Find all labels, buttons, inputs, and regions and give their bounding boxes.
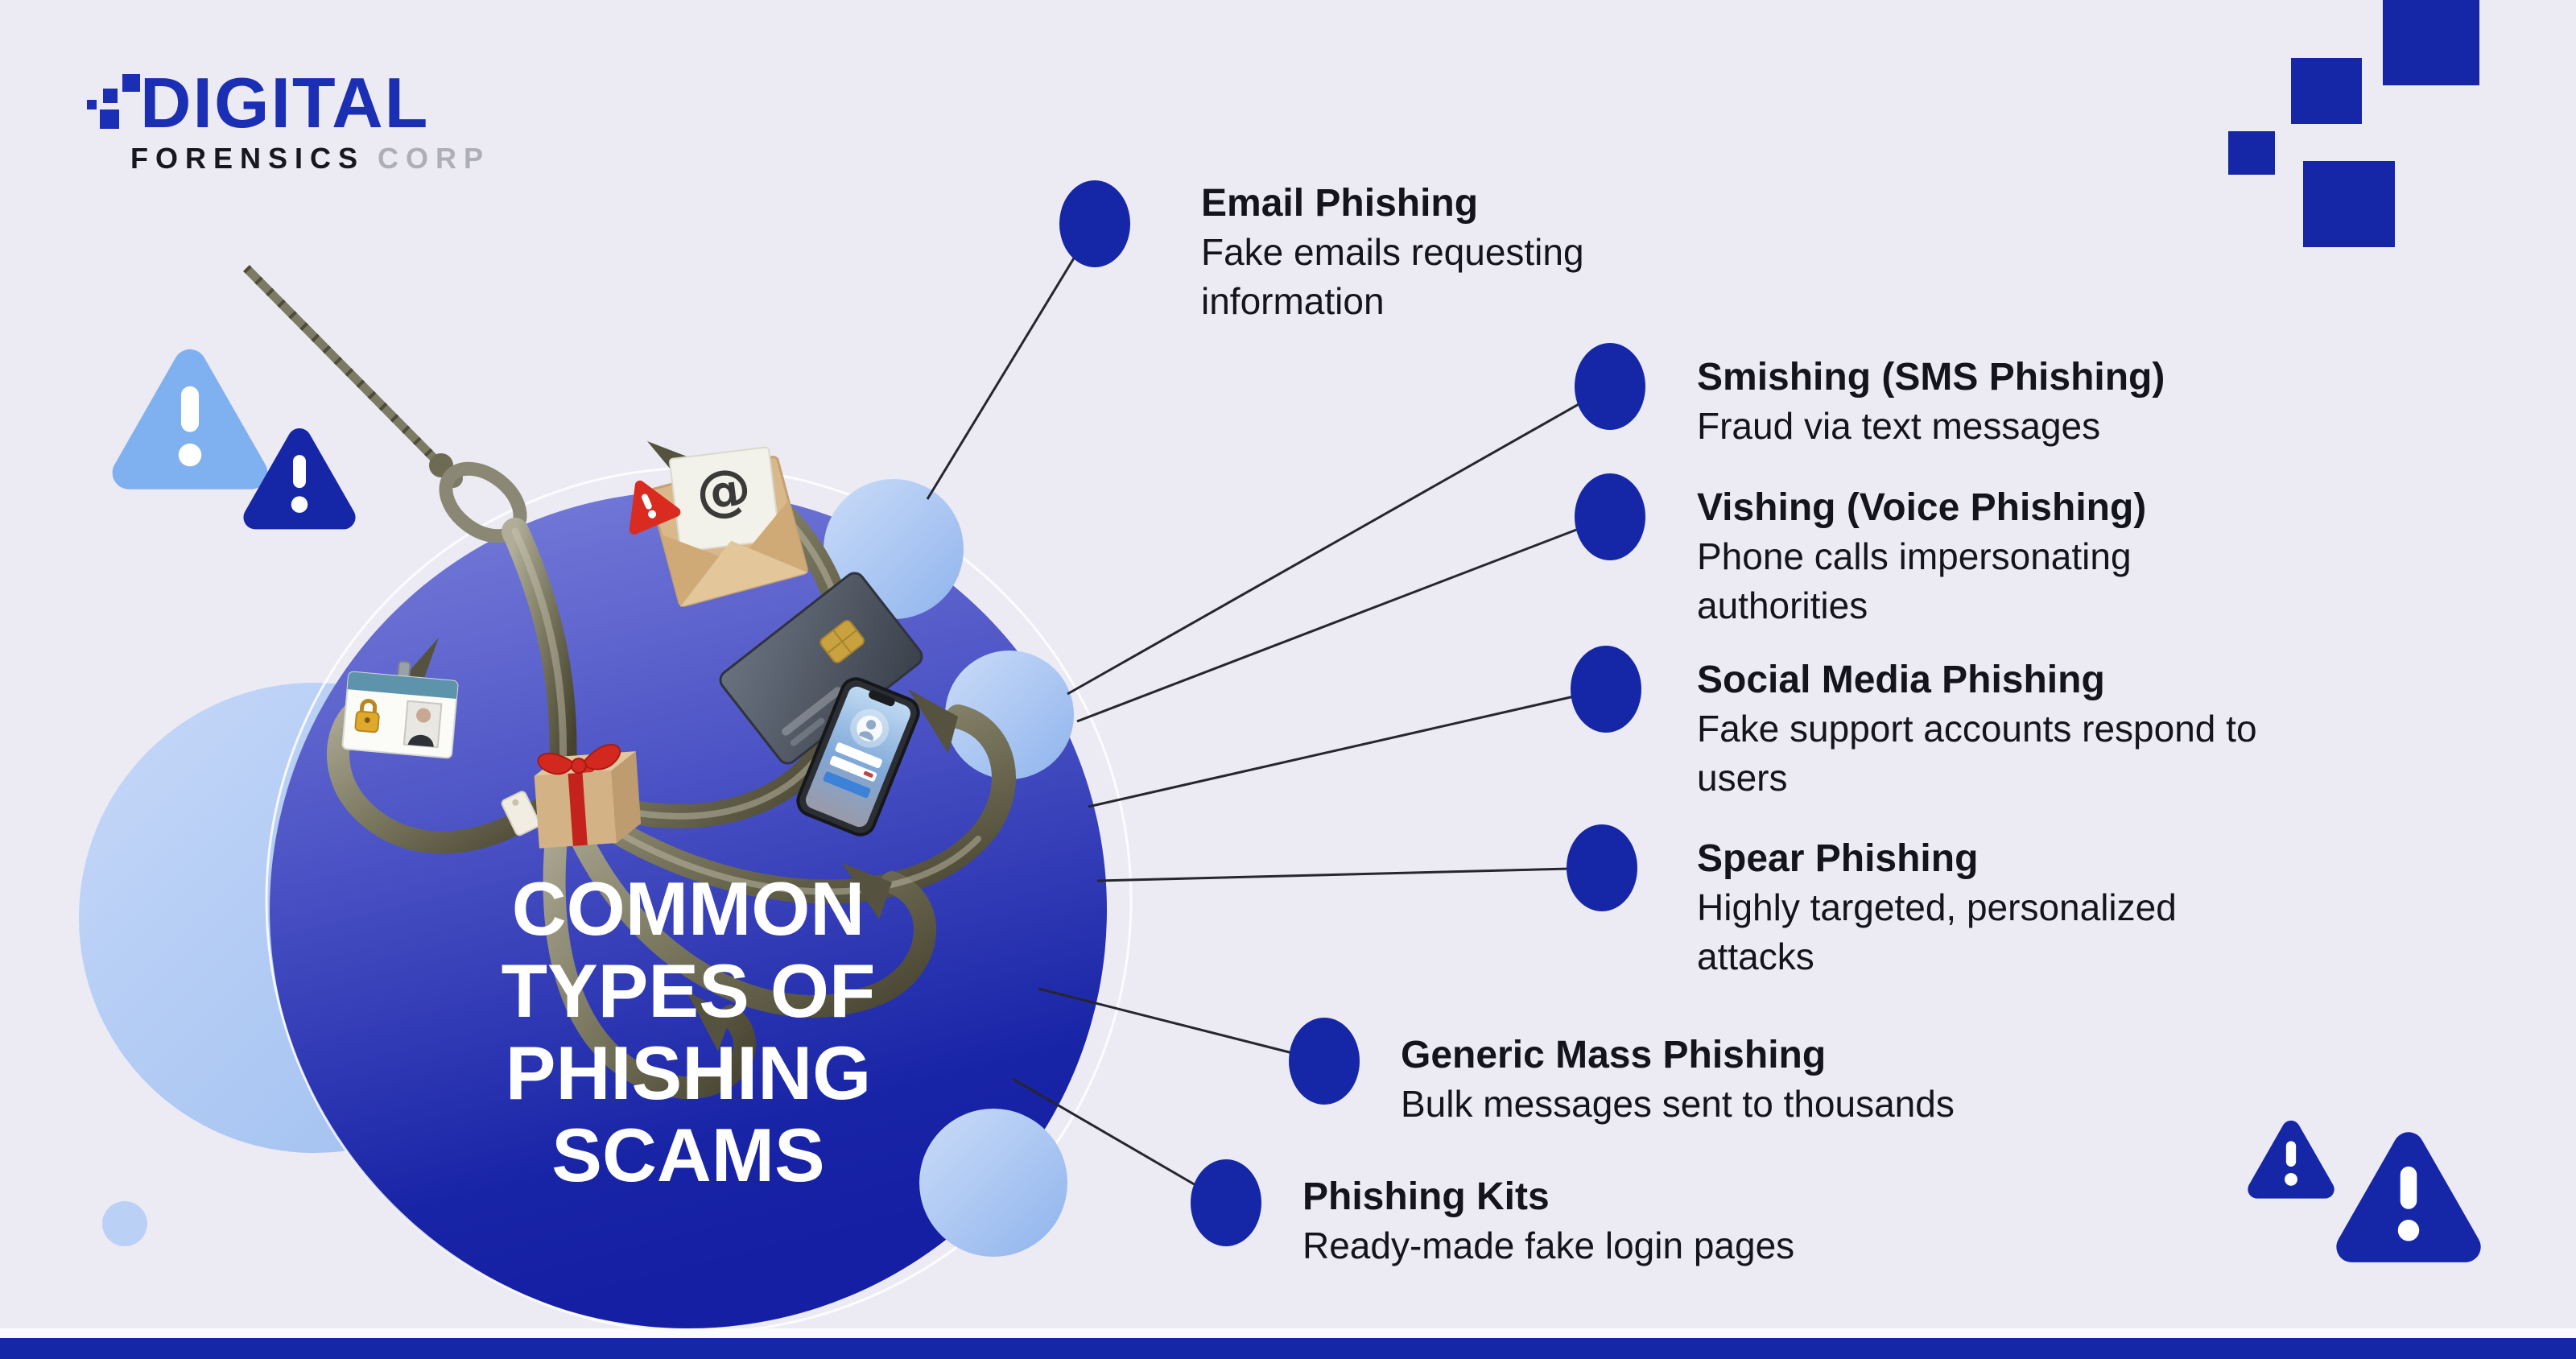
- bottom-bar: [0, 1338, 2576, 1359]
- item-desc-line: information: [1201, 280, 1385, 322]
- envelope-at-mail-icon: @: [629, 446, 808, 607]
- bullet-social: [1571, 646, 1641, 733]
- item-title: Social Media Phishing: [1697, 659, 2105, 701]
- logo-wordmark: DIGITAL: [140, 63, 430, 143]
- item-desc-line: Bulk messages sent to thousands: [1401, 1083, 1955, 1125]
- bullet-spear: [1567, 824, 1637, 911]
- item-desc-line: Highly targeted, personalized: [1697, 886, 2177, 928]
- item-desc-line: Fake support accounts respond to: [1697, 708, 2257, 750]
- list-item: Vishing (Voice Phishing) Phone calls imp…: [1697, 483, 2421, 630]
- smartphone-login-icon: [796, 677, 920, 836]
- warning-triangle-icon: [2336, 1132, 2481, 1262]
- item-desc-line: attacks: [1697, 936, 1814, 977]
- connector-social: [1088, 688, 1607, 808]
- item-title: Smishing (SMS Phishing): [1697, 356, 2165, 399]
- warning-triangles-bottom-right: [2248, 1120, 2481, 1262]
- list-item: Email Phishing Fake emails requesting in…: [1201, 179, 1765, 326]
- list-item: Spear Phishing Highly targeted, personal…: [1697, 834, 2421, 981]
- list-item: Smishing (SMS Phishing) Fraud via text m…: [1697, 353, 2421, 451]
- hook-prong-gift: [543, 782, 757, 1100]
- logo-pixel-squares-icon: [87, 74, 140, 129]
- gift-bow: [537, 744, 621, 775]
- item-desc-line: Phone calls impersonating: [1697, 535, 2132, 577]
- alert-badge-icon: [629, 480, 681, 535]
- list-item: Social Media Phishing Fake support accou…: [1697, 655, 2486, 803]
- hook-barb: [686, 990, 731, 1051]
- gift-tag: [501, 791, 541, 836]
- item-desc-line: Ready-made fake login pages: [1302, 1225, 1795, 1266]
- warning-triangle-icon: [2248, 1120, 2334, 1199]
- id-badge-icon: [341, 660, 459, 759]
- bottom-divider: [0, 1328, 2576, 1338]
- item-title: Spear Phishing: [1697, 837, 1979, 880]
- fishing-line-icon: [243, 265, 440, 464]
- page-title-line: COMMON: [511, 866, 865, 951]
- bullet-generic: [1289, 1018, 1360, 1105]
- item-title: Email Phishing: [1201, 182, 1479, 225]
- item-title: Phishing Kits: [1302, 1175, 1550, 1218]
- item-title: Generic Mass Phishing: [1401, 1034, 1827, 1076]
- bullet-kits: [1191, 1159, 1261, 1246]
- hook-prong-card: [550, 704, 1016, 904]
- small-lightblue-circle-mid: [945, 651, 1074, 779]
- credit-card-icon: [719, 572, 923, 765]
- item-desc-line: users: [1697, 757, 1788, 799]
- list-item: Generic Mass Phishing Bulk messages sent…: [1401, 1031, 2206, 1129]
- warning-triangles-left: [112, 349, 356, 530]
- gift-box-icon: [501, 744, 642, 849]
- page-title: COMMON TYPES OF PHISHING SCAMS: [326, 868, 1051, 1196]
- connector-spear: [1096, 866, 1603, 882]
- item-desc-line: Fake emails requesting: [1201, 231, 1584, 273]
- item-desc-line: Fraud via text messages: [1697, 405, 2101, 447]
- item-title: Vishing (Voice Phishing): [1697, 486, 2147, 529]
- warning-triangle-icon: [243, 428, 356, 530]
- bullet-smishing: [1575, 343, 1645, 430]
- connector-smishing: [1067, 385, 1611, 696]
- bullet-email: [1059, 180, 1130, 267]
- hook-barb: [908, 689, 958, 754]
- logo-corp-text: CORP: [378, 142, 491, 175]
- tiny-lightblue-circle: [102, 1201, 147, 1246]
- connector-lines: [926, 223, 1611, 1204]
- connector-vishing: [1076, 515, 1611, 723]
- hook-barb: [842, 863, 892, 919]
- bullet-markers: [1059, 180, 1645, 1246]
- page-title-line: PHISHING: [505, 1031, 872, 1115]
- logo-forensics-text: FORENSICS: [130, 142, 365, 175]
- padlock-icon: [354, 699, 380, 733]
- svg-text:@: @: [692, 456, 754, 527]
- connector-generic: [1038, 987, 1325, 1063]
- warning-triangle-icon: [112, 349, 268, 489]
- connector-email: [926, 223, 1096, 500]
- item-desc-line: authorities: [1697, 584, 1868, 626]
- list-item: Phishing Kits Ready-made fake login page…: [1302, 1172, 2027, 1270]
- connector-kits: [1012, 1077, 1227, 1204]
- hook-prong-phone: [551, 782, 937, 1018]
- small-lightblue-circle-bottom: [919, 1109, 1067, 1257]
- bullet-vishing: [1575, 473, 1645, 560]
- page-title-line: TYPES OF: [501, 948, 876, 1033]
- page-title-line: SCAMS: [551, 1113, 825, 1197]
- pixel-squares-decoration: [2228, 0, 2479, 247]
